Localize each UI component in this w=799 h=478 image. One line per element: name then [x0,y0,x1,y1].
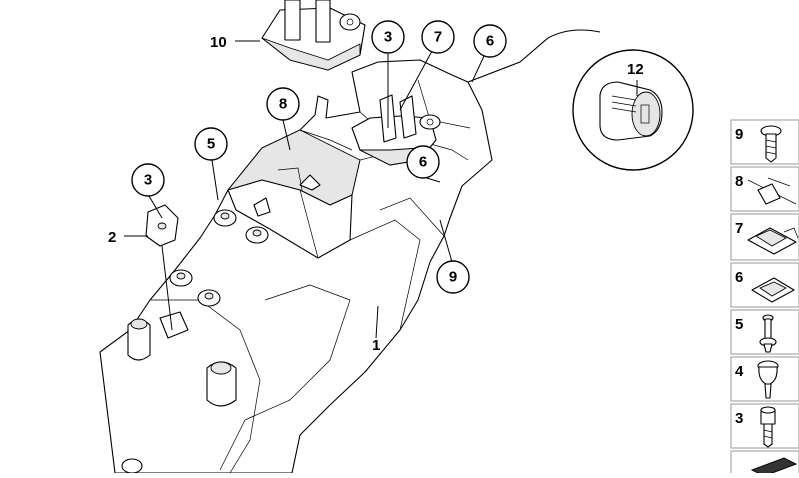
label-1: 1 [372,337,380,354]
panel-item-5: 5 [730,309,799,355]
svg-text:8: 8 [735,173,743,190]
rubber-buffer-icon [757,360,779,399]
expansion-rivet-icon [759,314,777,353]
collar-screw-icon [760,406,776,448]
lock-cylinder-detail [572,49,694,171]
clip-nut-icon [747,227,799,255]
small-parts-panel: 9 8 7 [730,119,799,478]
svg-text:9: 9 [449,269,457,286]
panel-item-pad [730,450,799,478]
svg-text:3: 3 [735,410,743,427]
label-2: 2 [108,229,116,246]
cable-line [467,29,601,83]
lock-holder-part [261,0,366,71]
callout-3-left: 3 [131,163,165,197]
callout-5: 5 [194,127,228,161]
label-12: 12 [627,61,644,78]
cable-tie-icon [747,177,797,205]
panel-item-3: 3 [730,403,799,449]
callout-6-top: 6 [473,24,507,58]
svg-text:6: 6 [419,154,427,171]
svg-text:7: 7 [434,29,442,46]
speed-nut-icon [751,277,795,303]
clip-bracket-left [145,204,179,247]
svg-text:3: 3 [384,29,392,46]
callout-3-top: 3 [371,20,405,54]
svg-text:6: 6 [486,33,494,50]
callout-8: 8 [266,87,300,121]
panel-item-4: 4 [730,356,799,402]
panel-item-6: 6 [730,262,799,308]
screw-icon [760,125,782,163]
panel-item-9: 9 [730,119,799,165]
callout-7: 7 [421,20,455,54]
svg-text:4: 4 [735,363,744,380]
label-10: 10 [210,34,227,51]
svg-text:7: 7 [735,220,743,237]
svg-text:6: 6 [735,269,743,286]
panel-item-8: 8 [730,166,799,212]
svg-text:8: 8 [279,96,287,113]
svg-text:3: 3 [144,172,152,189]
callout-6-mid: 6 [406,145,440,179]
svg-text:5: 5 [735,316,743,333]
svg-text:5: 5 [207,136,215,153]
panel-item-7: 7 [730,213,799,261]
callout-9: 9 [436,260,470,294]
svg-text:9: 9 [735,126,743,143]
